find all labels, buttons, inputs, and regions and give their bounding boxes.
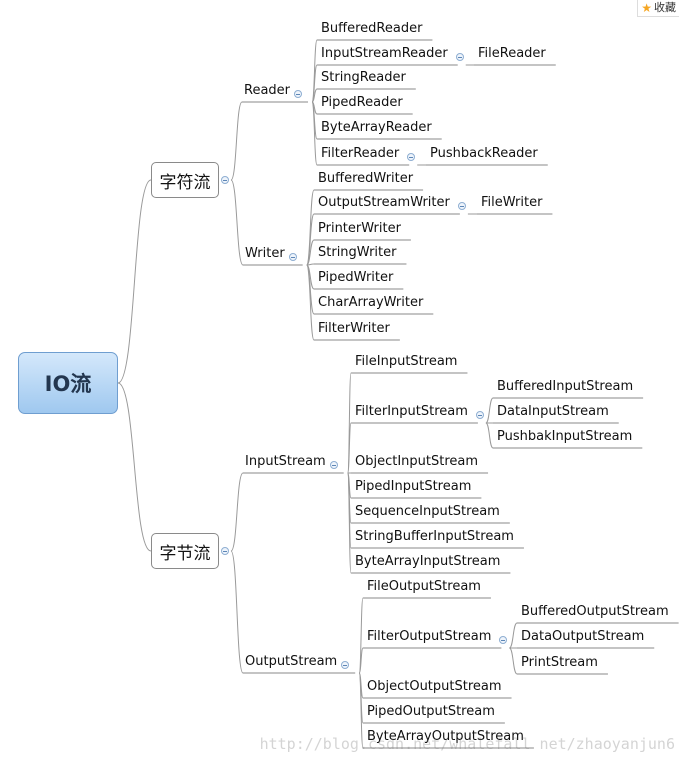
collapse-toggle-byte-stream[interactable] (221, 547, 229, 555)
topic-pushbakinputstream[interactable]: PushbakInputStream (497, 429, 633, 444)
topic-inputstreamreader[interactable]: InputStreamReader (321, 46, 448, 61)
topic-filteroutputstream[interactable]: FilterOutputStream (367, 629, 492, 644)
connector-to-reader (230, 101, 243, 181)
topic-fileoutputstream[interactable]: FileOutputStream (367, 579, 481, 594)
connector-to-bytearrayoutputstream (358, 672, 364, 749)
topic-bytearrayinputstream[interactable]: ByteArrayInputStream (355, 554, 501, 569)
collapse-toggle-character-stream[interactable] (221, 176, 229, 184)
watermark: http://blog.csdn.net/whalefall net/zhaoy… (259, 735, 675, 753)
topic-bytearrayoutputstream[interactable]: ByteArrayOutputStream (367, 729, 524, 744)
topic-objectoutputstream[interactable]: ObjectOutputStream (367, 679, 502, 694)
collapse-toggle-filteroutputstream[interactable] (499, 636, 508, 644)
favorite-button[interactable]: ★ 收藏 (637, 0, 679, 17)
topic-pipedreader[interactable]: PipedReader (321, 95, 403, 110)
topic-bufferedoutputstream[interactable]: BufferedOutputStream (521, 604, 669, 619)
connector-to-printstream (508, 647, 518, 675)
topic-bufferedinputstream[interactable]: BufferedInputStream (497, 379, 634, 394)
collapse-toggle-filterreader[interactable] (407, 153, 416, 161)
connector-to-inputstream (230, 472, 244, 552)
collapse-toggle-outputstream[interactable] (341, 661, 350, 669)
topic-filterreader[interactable]: FilterReader (321, 146, 400, 161)
connector-root-to-byte-stream (117, 382, 152, 552)
topic-filterinputstream[interactable]: FilterInputStream (355, 404, 468, 419)
topic-chararraywriter[interactable]: CharArrayWriter (318, 295, 424, 310)
connector-to-bufferedinputstream (485, 397, 494, 424)
topic-outputstream[interactable]: OutputStream (245, 654, 338, 669)
topic-filewriter[interactable]: FileWriter (481, 195, 543, 210)
topic-character-stream[interactable]: 字符流 (151, 162, 219, 198)
topic-byte-stream[interactable]: 字节流 (151, 533, 219, 569)
topic-filterwriter[interactable]: FilterWriter (318, 321, 390, 336)
connector-to-printerwriter (306, 239, 315, 266)
topic-printstream[interactable]: PrintStream (521, 655, 598, 670)
connector-to-writer (230, 179, 244, 266)
collapse-toggle-outputstreamwriter[interactable] (457, 202, 466, 210)
topic-outputstreamwriter[interactable]: OutputStreamWriter (318, 195, 450, 210)
connector-to-filterreader (311, 101, 318, 166)
collapse-toggle-inputstream[interactable] (329, 461, 338, 469)
connector-to-filterwriter (306, 264, 315, 341)
topic-datainputstream[interactable]: DataInputStream (497, 404, 609, 419)
topic-pushbackreader[interactable]: PushbackReader (430, 146, 538, 161)
connector-to-bufferedoutputstream (508, 622, 518, 649)
topic-stringbufferinputstream[interactable]: StringBufferInputStream (355, 529, 514, 544)
topic-printerwriter[interactable]: PrinterWriter (318, 221, 401, 236)
collapse-toggle-inputstreamreader[interactable] (455, 53, 464, 61)
star-icon: ★ (641, 1, 652, 15)
connector-to-outputstream (230, 550, 244, 674)
topic-bytearrayreader[interactable]: ByteArrayReader (321, 120, 432, 135)
topic-bufferedreader[interactable]: BufferedReader (321, 21, 423, 36)
favorite-label: 收藏 (654, 1, 676, 14)
topic-pipedinputstream[interactable]: PipedInputStream (355, 479, 472, 494)
connector-to-bufferedreader (311, 39, 318, 103)
topic-pipedoutputstream[interactable]: PipedOutputStream (367, 704, 495, 719)
connector-to-bytearrayinputstream (347, 472, 352, 574)
collapse-toggle-reader[interactable] (294, 90, 303, 98)
connector-to-pushbakinputstream (485, 422, 494, 449)
connector-root-to-character-stream (117, 179, 152, 384)
connector-to-stringreader (311, 88, 318, 103)
topic-reader[interactable]: Reader (244, 83, 291, 98)
topic-objectinputstream[interactable]: ObjectInputStream (355, 454, 479, 469)
connector-to-outputstreamwriter (306, 213, 315, 266)
topic-bufferedwriter[interactable]: BufferedWriter (318, 171, 414, 186)
collapse-toggle-filterinputstream[interactable] (475, 411, 484, 419)
root-topic-io-stream[interactable]: IO流 (18, 352, 118, 414)
topic-pipedwriter[interactable]: PipedWriter (318, 270, 394, 285)
topic-sequenceinputstream[interactable]: SequenceInputStream (355, 504, 500, 519)
connector-to-filterinputstream (347, 422, 352, 474)
topic-inputstream[interactable]: InputStream (245, 454, 326, 469)
collapse-toggle-writer[interactable] (288, 253, 297, 261)
topic-stringwriter[interactable]: StringWriter (318, 245, 397, 260)
connector-to-filteroutputstream (358, 647, 364, 674)
topic-filereader[interactable]: FileReader (478, 46, 546, 61)
topic-writer[interactable]: Writer (245, 246, 285, 261)
topic-dataoutputstream[interactable]: DataOutputStream (521, 629, 645, 644)
topic-fileinputstream[interactable]: FileInputStream (355, 354, 458, 369)
topic-stringreader[interactable]: StringReader (321, 70, 406, 85)
